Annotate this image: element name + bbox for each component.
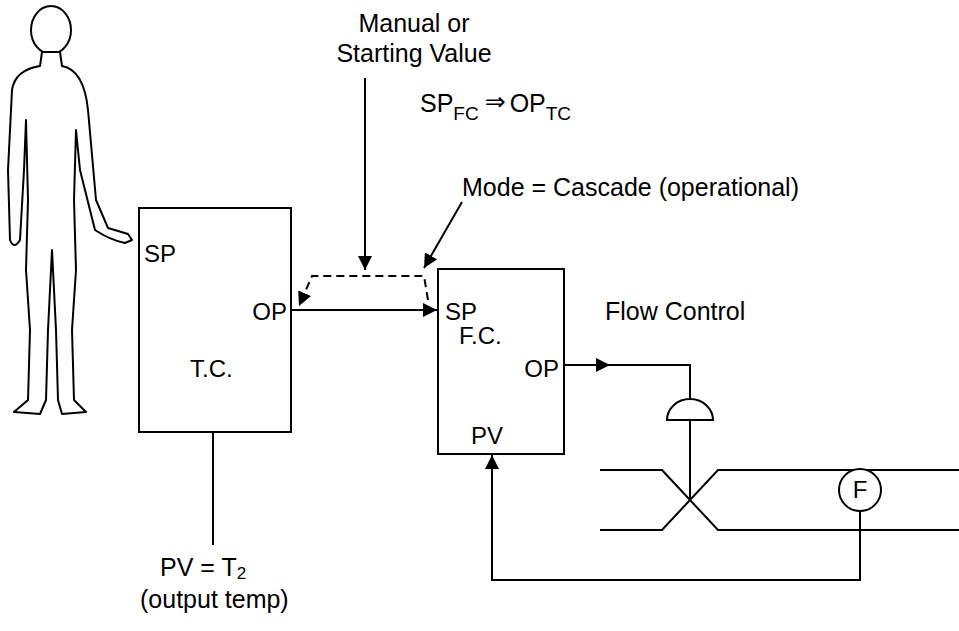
controller-box: SPF.C. OP PV	[437, 268, 565, 455]
mode-arrow	[424, 202, 462, 268]
signal-name: SP	[420, 88, 453, 118]
signal-name: PV = T	[160, 552, 237, 582]
signal-description: (output temp)	[140, 584, 289, 614]
box-label: OP	[252, 300, 287, 324]
manual-dashed-path	[299, 276, 428, 306]
signal-connector	[492, 455, 860, 580]
box-label: OP	[524, 357, 559, 381]
valve-stem	[689, 420, 691, 500]
signal-name: OP	[510, 88, 546, 118]
box-label: SP	[445, 300, 477, 324]
controller-box: SP OP T.C.	[138, 207, 292, 433]
box-label: F.C.	[459, 324, 502, 348]
subscript: 2	[237, 564, 246, 584]
manual-arrow	[364, 78, 366, 270]
box-label: F	[853, 478, 868, 502]
arrow-symbol: ⇒	[485, 86, 506, 116]
mode-note: Mode = Cascade (operational)	[462, 172, 799, 202]
person-silhouette	[8, 6, 132, 414]
signal-connector	[292, 309, 437, 311]
box-label: SP	[144, 242, 176, 266]
flow-meter-circle: F	[838, 468, 882, 512]
box-label: T.C.	[190, 357, 233, 381]
block-title: Flow Control	[605, 296, 745, 326]
valve-actuator	[667, 399, 713, 420]
note-text: Manual or Starting Value	[324, 8, 504, 68]
pv-signal-line	[212, 433, 214, 545]
fc-output-arrowhead	[596, 358, 610, 372]
subscript: FC	[453, 103, 478, 126]
fc-output-line	[565, 365, 690, 400]
subscript: TC	[546, 103, 571, 126]
pipe	[600, 470, 959, 530]
box-label: PV	[471, 424, 503, 448]
